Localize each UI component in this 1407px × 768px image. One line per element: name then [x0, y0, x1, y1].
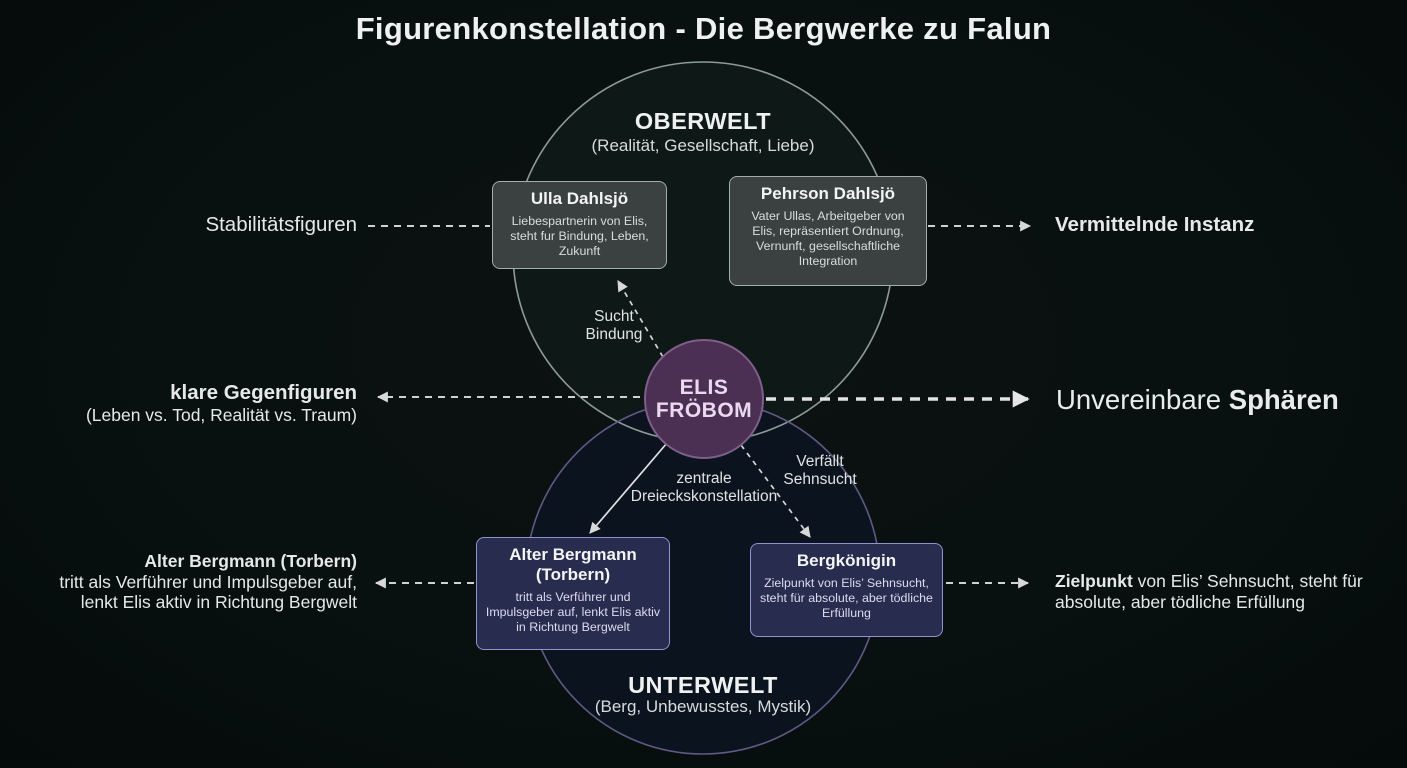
edge-label-dreieckskonstellation: zentrale Dreieckskonstellation	[604, 470, 804, 505]
node-torbern: Alter Bergmann (Torbern) tritt als Verfü…	[476, 537, 670, 650]
node-torbern-title: Alter Bergmann (Torbern)	[509, 545, 637, 584]
annotation-zielpunkt: Zielpunkt von Elis’ Sehnsucht, steht für…	[1055, 571, 1400, 612]
edge-label-sehnsucht: Sehnsucht	[783, 470, 857, 488]
edge-label-sucht-bindung: Sucht Bindung	[564, 308, 664, 343]
annotation-gegenfiguren-title: klare Gegenfiguren	[170, 381, 357, 404]
annotation-torbern-left-title: Alter Bergmann (Torbern)	[144, 551, 357, 571]
unterwelt-circle-fill	[526, 400, 880, 754]
node-bergkoenigin-title: Bergkönigin	[796, 551, 897, 570]
annotation-vermittelnde-instanz: Vermittelnde Instanz	[1055, 213, 1255, 236]
oberwelt-subtitle: (Realität, Gesellschaft, Liebe)	[591, 136, 815, 155]
edge-label-bindung: Bindung	[585, 325, 643, 343]
annotation-zielpunkt-line1: Zielpunkt von Elis’ Sehnsucht, steht für	[1055, 571, 1400, 592]
annotation-torbern-left-line1: tritt als Verführer und Impulsgeber auf,	[59, 571, 357, 592]
edge-label-verfaellt: Verfällt	[796, 453, 844, 470]
node-bergkoenigin-description: Zielpunkt von Elis’ Sehnsucht, steht für…	[760, 576, 933, 620]
unterwelt-subtitle: (Berg, Unbewusstes, Mystik)	[594, 697, 812, 716]
annotation-stabilitaetsfiguren: Stabilitätsfiguren	[205, 213, 357, 236]
node-pehrson: Pehrson Dahlsjö Vater Ullas, Arbeitgeber…	[729, 176, 927, 286]
annotation-torbern-left-line2: lenkt Elis aktiv in Richtung Bergwelt	[80, 592, 357, 612]
node-ulla-description: Liebespartnerin von Elis, steht fur Bind…	[510, 214, 649, 258]
node-torbern-description: tritt als Verführer und Impulsgeber auf,…	[485, 590, 661, 634]
edge-label-sucht: Sucht	[594, 308, 634, 325]
annotation-sphaeren-bold: Sphären	[1228, 384, 1339, 415]
node-pehrson-description: Vater Ullas, Arbeitgeber von Elis, reprä…	[751, 209, 905, 268]
annotation-torbern-left: Alter Bergmann (Torbern) tritt als Verfü…	[27, 551, 357, 613]
annotation-gegenfiguren: klare Gegenfiguren (Leben vs. Tod, Reali…	[27, 381, 357, 426]
edge-label-dreieck: Dreieckskonstellation	[630, 487, 778, 505]
annotation-zielpunkt-line2: absolute, aber tödliche Erfüllung	[1055, 591, 1306, 612]
oberwelt-circle-fill	[513, 62, 893, 442]
annotation-unvereinbare-sphaeren: Unvereinbare Sphären	[1056, 384, 1401, 416]
node-ulla-title: Ulla Dahlsjö	[530, 189, 629, 208]
node-ulla: Ulla Dahlsjö Liebespartnerin von Elis, s…	[492, 181, 667, 269]
node-bergkoenigin: Bergkönigin Zielpunkt von Elis’ Sehnsuch…	[750, 543, 943, 637]
oberwelt-label: OBERWELT	[634, 108, 772, 134]
annotation-zielpunkt-rest: von Elis’ Sehnsucht, steht für	[1132, 571, 1363, 591]
elis-name-line1: ELIS	[679, 376, 729, 399]
elis-circle	[644, 339, 764, 459]
elis-node-label: ELIS FRÖBOM	[644, 376, 764, 422]
edge-label-zentrale: zentrale	[676, 470, 732, 487]
annotation-sphaeren-normal: Unvereinbare	[1056, 384, 1229, 415]
elis-name-line2: FRÖBOM	[655, 399, 753, 422]
annotation-gegenfiguren-sub: (Leben vs. Tod, Realität vs. Traum)	[85, 405, 357, 425]
edge-elis-to-torbern	[589, 442, 668, 534]
edge-elis-to-ulla	[617, 280, 664, 358]
unterwelt-label: UNTERWELT	[628, 672, 778, 698]
node-pehrson-title: Pehrson Dahlsjö	[760, 184, 896, 203]
page-title: Figurenkonstellation - Die Bergwerke zu …	[355, 11, 1052, 46]
annotation-zielpunkt-bold: Zielpunkt	[1055, 571, 1133, 591]
edge-label-verfaellt-sehnsucht: Verfällt Sehnsucht	[770, 453, 870, 488]
